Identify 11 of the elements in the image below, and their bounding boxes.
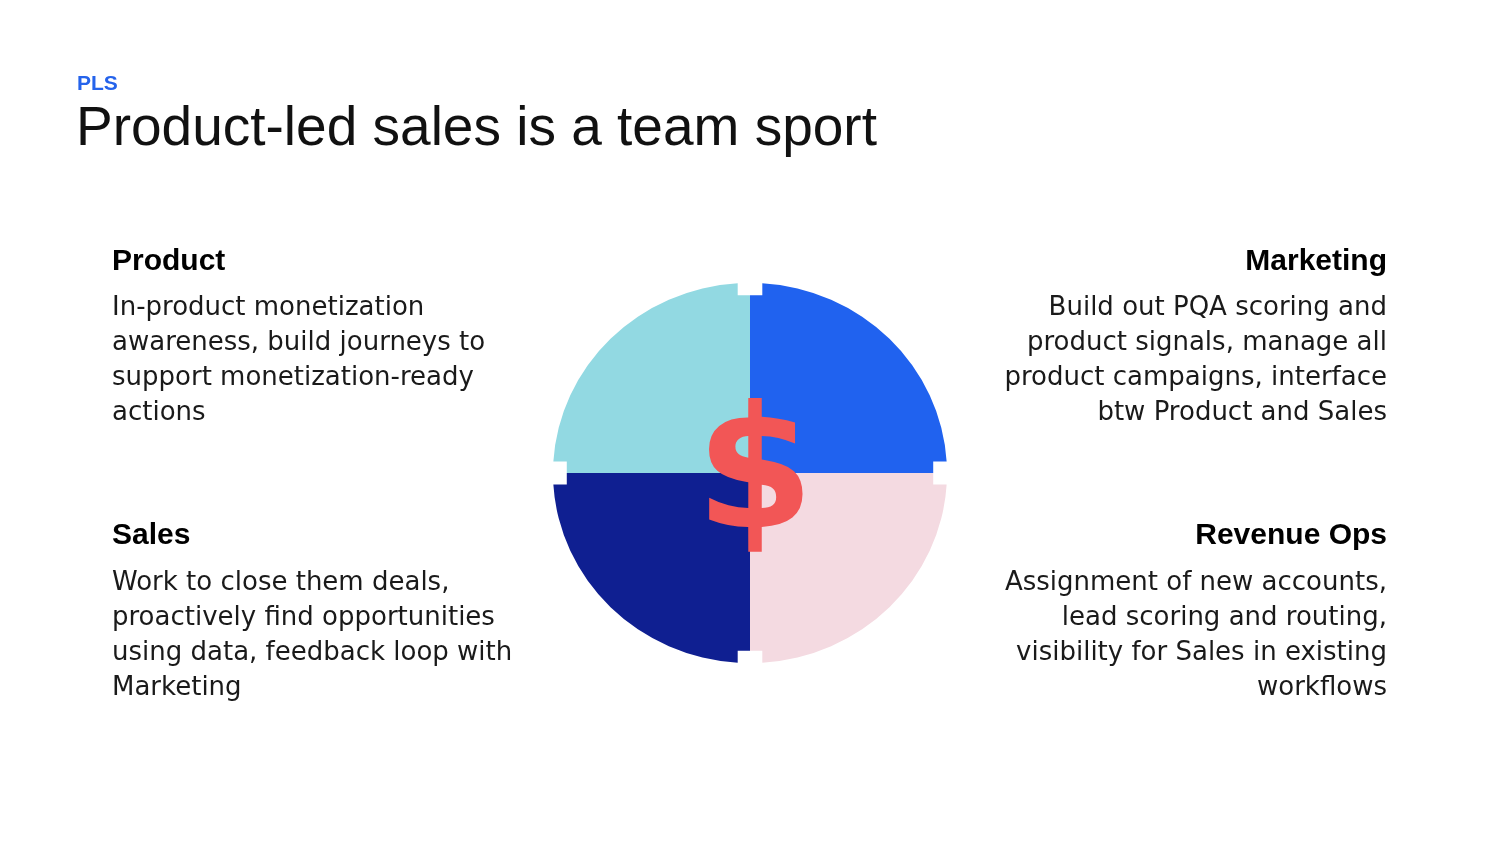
- team-description: Work to close them deals, proactively find opportunities using data, feedback loop with Marketing: [112, 565, 514, 703]
- team-description: Build out PQA scoring and product signals, manage all product campaigns, interface btw Product and Sales: [1003, 290, 1387, 428]
- slide-title: Product-led sales is a team sport: [76, 94, 877, 159]
- dollar-sign: $: [695, 383, 815, 553]
- section-kicker: PLS: [77, 70, 118, 96]
- team-description: In-product monetization awareness, build journeys to support monetization-ready actions: [112, 290, 487, 428]
- team-heading: Revenue Ops: [1195, 516, 1387, 552]
- team-description: Assignment of new accounts, lead scoring and routing, visibility for Sales in existing workflows: [1003, 565, 1387, 703]
- team-heading: Product: [112, 242, 226, 278]
- team-heading: Marketing: [1245, 242, 1387, 278]
- team-heading: Sales: [112, 516, 191, 552]
